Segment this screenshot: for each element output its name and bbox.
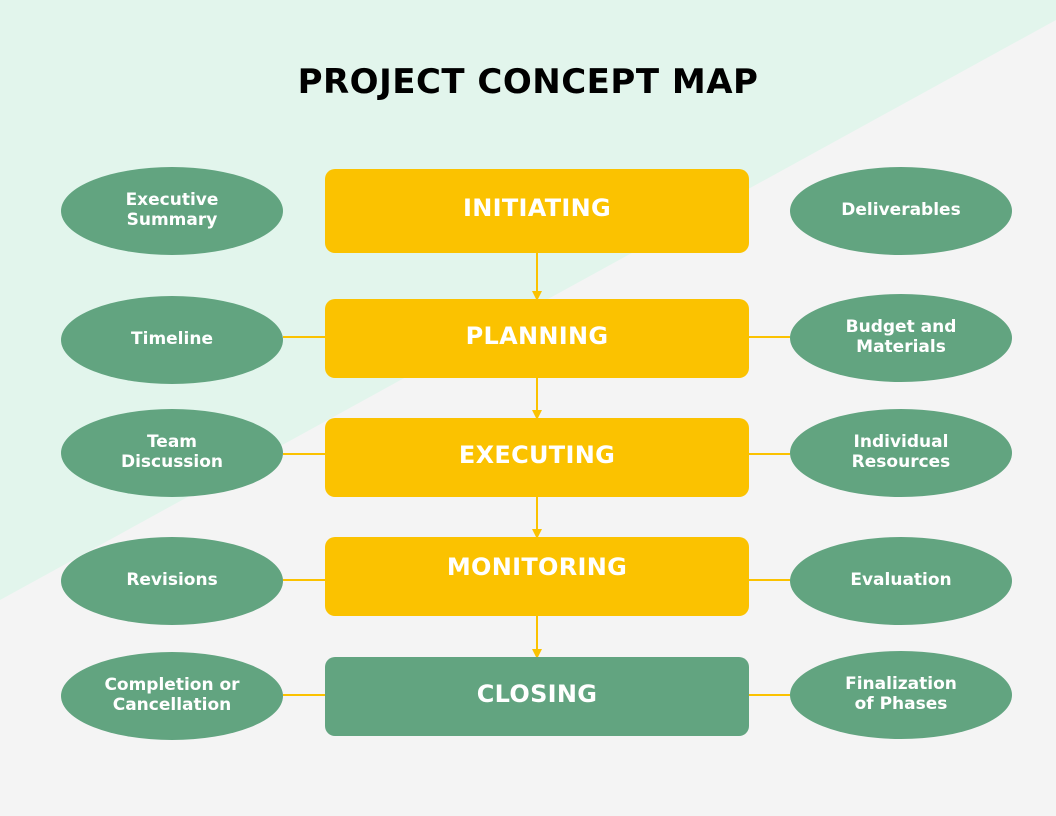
oval-label: Executive Summary <box>125 190 219 230</box>
stage-label: MONITORING <box>446 552 628 581</box>
stage-executing: EXECUTING <box>325 418 749 497</box>
stage-initiating: INITIATING <box>325 169 749 253</box>
oval-label: Timeline <box>131 329 213 350</box>
oval-team-discussion: Team Discussion <box>61 409 283 497</box>
stage-label: INITIATING <box>462 194 612 222</box>
oval-budget-and-materials: Budget and Materials <box>790 294 1012 382</box>
oval-label: Budget and Materials <box>845 317 957 357</box>
oval-label: Finalization of Phases <box>845 674 957 714</box>
oval-label: Evaluation <box>850 570 952 591</box>
stage-closing: CLOSING <box>325 657 749 736</box>
oval-executive-summary: Executive Summary <box>61 167 283 255</box>
stage-label: PLANNING <box>465 321 609 350</box>
oval-evaluation: Evaluation <box>790 537 1012 625</box>
oval-label: Revisions <box>126 570 218 591</box>
oval-finalization-of-phases: Finalization of Phases <box>790 651 1012 739</box>
oval-completion-or-cancellation: Completion or Cancellation <box>61 652 283 740</box>
oval-individual-resources: Individual Resources <box>790 409 1012 497</box>
oval-label: Completion or Cancellation <box>104 675 240 715</box>
oval-label: Individual Resources <box>851 432 951 472</box>
oval-revisions: Revisions <box>61 537 283 625</box>
page-title: PROJECT CONCEPT MAP <box>297 62 759 102</box>
oval-label: Deliverables <box>841 200 961 221</box>
stage-monitoring: MONITORING <box>325 537 749 616</box>
oval-label: Team Discussion <box>120 432 224 472</box>
stage-label: EXECUTING <box>458 440 616 469</box>
oval-deliverables: Deliverables <box>790 167 1012 255</box>
stage-planning: PLANNING <box>325 299 749 378</box>
stage-label: CLOSING <box>476 679 598 708</box>
oval-timeline: Timeline <box>61 296 283 384</box>
